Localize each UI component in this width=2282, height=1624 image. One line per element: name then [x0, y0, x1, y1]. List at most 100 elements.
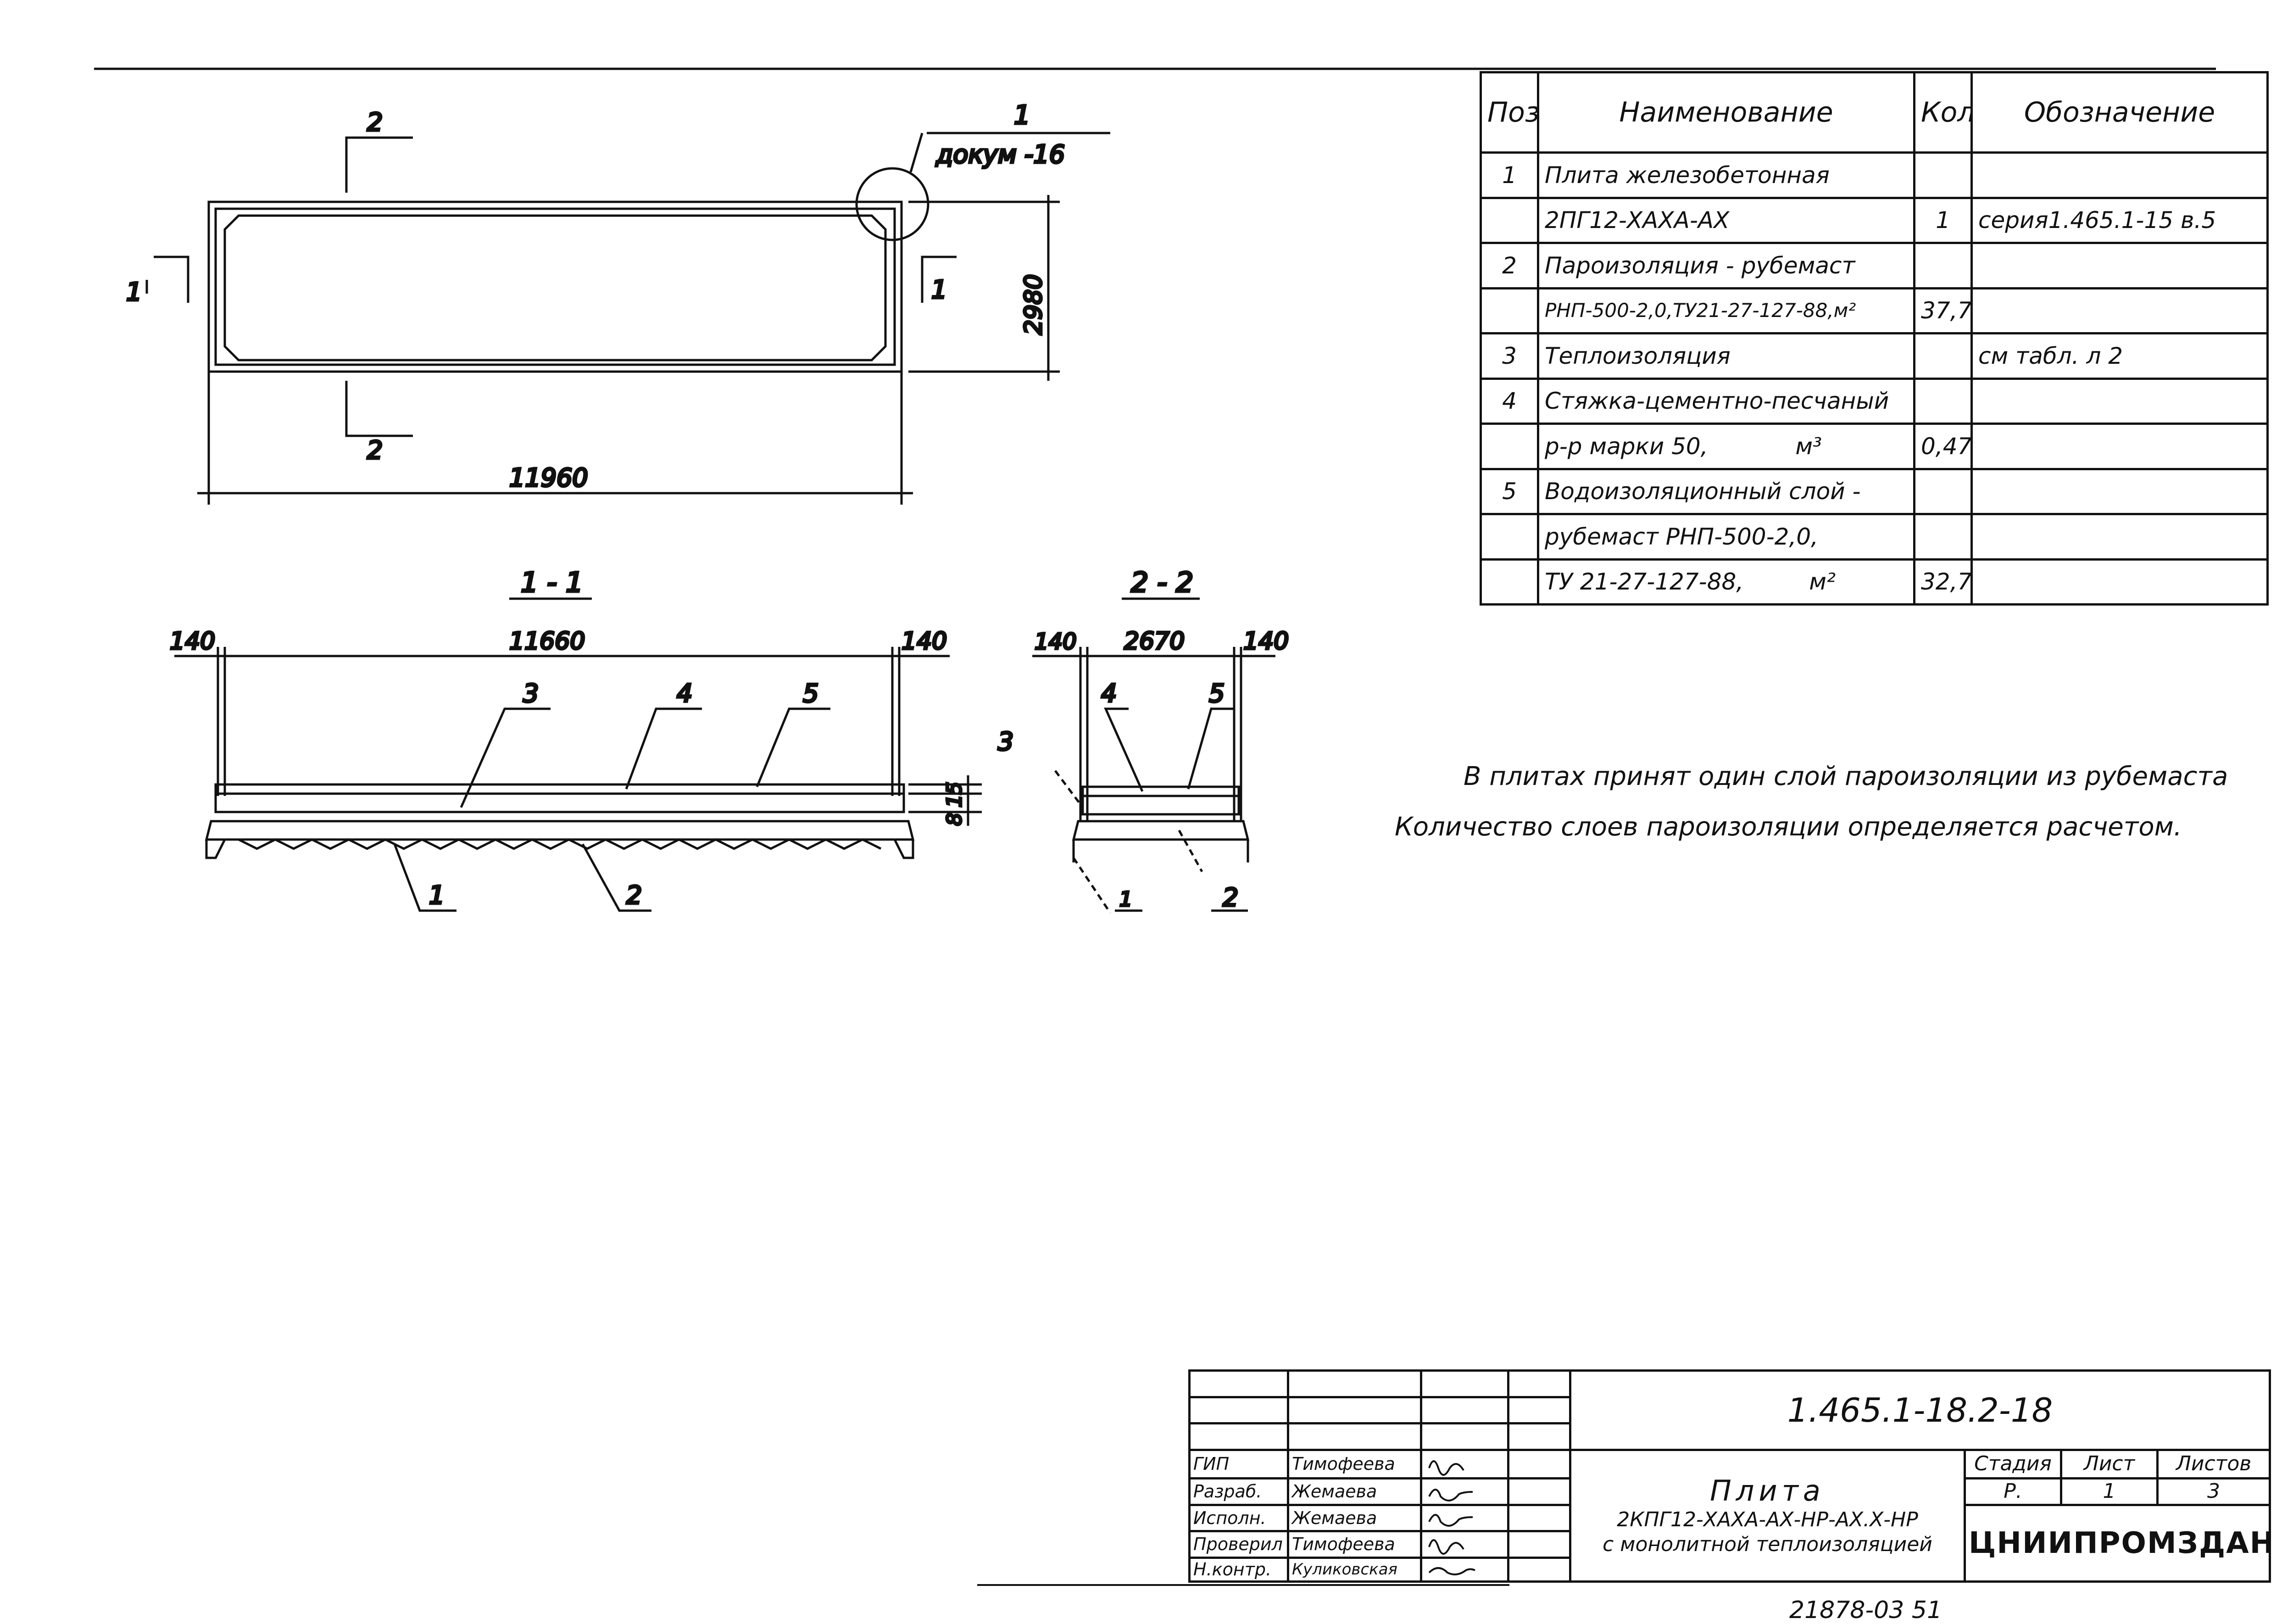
- spec-name: Стяжка-цементно-песчаный: [1537, 377, 1915, 425]
- tb-empty: [1287, 1422, 1422, 1451]
- spec-desig: [1970, 423, 2269, 470]
- tb-signature: [1420, 1477, 1509, 1506]
- tb-title-cell: Плита 2КПГ12-ХАХА-АХ-НР-АХ.Х-НР с моноли…: [1569, 1448, 1966, 1583]
- plan-mark-1-right: 1: [931, 275, 947, 304]
- plan-mark-2-bottom: 2: [367, 436, 383, 465]
- tb-signature: [1420, 1530, 1509, 1559]
- spec-desig: [1970, 242, 2269, 289]
- spec-qty: 1: [1913, 196, 1973, 244]
- spec-pos: [1480, 196, 1539, 244]
- s11-dim-right: 140: [902, 628, 947, 655]
- tb-title-line3: с монолитной теплоизоляцией: [1603, 1532, 1932, 1556]
- spec-name: Пароизоляция - рубемаст: [1537, 242, 1915, 289]
- spec-pos: [1480, 287, 1539, 334]
- tb-role: ГИП: [1188, 1448, 1289, 1480]
- tb-role: Н.контр.: [1188, 1556, 1289, 1583]
- s22-callout-1: 1: [1119, 888, 1132, 911]
- s22-callout-2: 2: [1223, 883, 1238, 912]
- spec-pos: [1480, 558, 1539, 606]
- spec-name: Теплоизоляция: [1537, 332, 1915, 380]
- spec-qty: [1913, 151, 1973, 199]
- tb-person: Тимофеева: [1287, 1530, 1422, 1559]
- tb-sheets: 3: [2156, 1477, 2271, 1506]
- spec-header-row: Поз. Наименование Кол. Обозначение: [1480, 71, 2269, 154]
- table-row: рубемаст РНП-500-2,0,: [1480, 513, 2269, 561]
- s11-callout-4: 4: [677, 679, 692, 708]
- spec-qty: 37,7: [1913, 287, 1973, 334]
- tb-empty: [1287, 1396, 1422, 1424]
- tb-person: Тимофеева: [1287, 1448, 1422, 1480]
- tb-empty: [1287, 1369, 1422, 1398]
- spec-name: 2ПГ12-ХАХА-АХ: [1537, 196, 1915, 244]
- spec-pos: 2: [1480, 242, 1539, 289]
- s22-callout-4: 4: [1101, 679, 1117, 708]
- tb-empty: [1188, 1422, 1289, 1451]
- spec-pos: 3: [1480, 332, 1539, 380]
- s11-callout-1: 1: [429, 881, 445, 910]
- note-line-2: Количество слоев пароизоляции определяет…: [1395, 812, 2182, 842]
- s11-callout-3: 3: [523, 679, 539, 708]
- tb-person: Жемаева: [1287, 1503, 1422, 1533]
- tb-code: 1.465.1-18.2-18: [1569, 1369, 2271, 1451]
- tb-date: [1507, 1503, 1571, 1533]
- s11-callout-2: 2: [626, 881, 642, 910]
- tb-organization: ЦНИИПРОМЗДАНИЙ: [1964, 1503, 2271, 1583]
- plan-view: [145, 132, 1110, 505]
- tb-date: [1507, 1530, 1571, 1559]
- spec-name: Водоизоляционный слой -: [1537, 467, 1915, 515]
- tb-empty: [1420, 1422, 1509, 1451]
- spec-qty: 32,7: [1913, 558, 1973, 606]
- tb-person: Жемаева: [1287, 1477, 1422, 1506]
- spec-pos: [1480, 513, 1539, 561]
- spec-header-pos: Поз.: [1480, 71, 1539, 154]
- tb-empty: [1507, 1369, 1571, 1398]
- tb-sheet: 1: [2060, 1477, 2159, 1506]
- tb-empty: [1507, 1422, 1571, 1451]
- s22-callout-3: 3: [998, 727, 1013, 756]
- tb-date: [1507, 1448, 1571, 1480]
- spec-desig: [1970, 513, 2269, 561]
- spec-qty: [1913, 242, 1973, 289]
- spec-pos: 1: [1480, 151, 1539, 199]
- tb-role: Проверил: [1188, 1530, 1289, 1559]
- s11-dim-left: 140: [170, 628, 215, 655]
- s22-dim-right: 140: [1243, 628, 1289, 655]
- plan-mark-1-left: 1: [126, 278, 142, 306]
- spec-desig: см табл. л 2: [1970, 332, 2269, 380]
- specification-table: Поз. Наименование Кол. Обозначение 1Плит…: [1480, 71, 2269, 606]
- spec-name: РНП-500-2,0,ТУ21-27-127-88,м²: [1537, 287, 1915, 334]
- tb-title-line2: 2КПГ12-ХАХА-АХ-НР-АХ.Х-НР: [1617, 1507, 1918, 1531]
- detail-circle: [855, 167, 929, 241]
- spec-desig: [1970, 558, 2269, 606]
- section-1-1: [174, 597, 982, 912]
- tb-date: [1507, 1556, 1571, 1583]
- spec-desig: [1970, 467, 2269, 515]
- tb-empty: [1420, 1369, 1509, 1398]
- tb-sheets-label: Листов: [2156, 1448, 2271, 1480]
- s22-callout-5: 5: [1209, 679, 1224, 708]
- tb-signature: [1420, 1448, 1509, 1480]
- s11-title: 1 - 1: [521, 567, 583, 599]
- tb-stage: Р.: [1964, 1477, 2062, 1506]
- spec-name: р-р марки 50, м³: [1537, 423, 1915, 470]
- plan-dim-length: 11960: [509, 463, 588, 492]
- spec-qty: [1913, 377, 1973, 425]
- spec-qty: 0,47: [1913, 423, 1973, 470]
- s11-layer-15: 15: [943, 782, 966, 807]
- tb-empty: [1188, 1369, 1289, 1398]
- spec-header-desig: Обозначение: [1970, 71, 2269, 154]
- s11-layer-8: 8: [943, 813, 966, 826]
- spec-header-name: Наименование: [1537, 71, 1915, 154]
- bottom-code: 21878-03 51: [1789, 1596, 1942, 1624]
- spec-header-qty: Кол.: [1913, 71, 1973, 154]
- tb-person: Куликовская: [1287, 1556, 1422, 1583]
- spec-pos: [1480, 423, 1539, 470]
- tb-signature: [1420, 1556, 1509, 1583]
- spec-qty: [1913, 467, 1973, 515]
- spec-pos: 5: [1480, 467, 1539, 515]
